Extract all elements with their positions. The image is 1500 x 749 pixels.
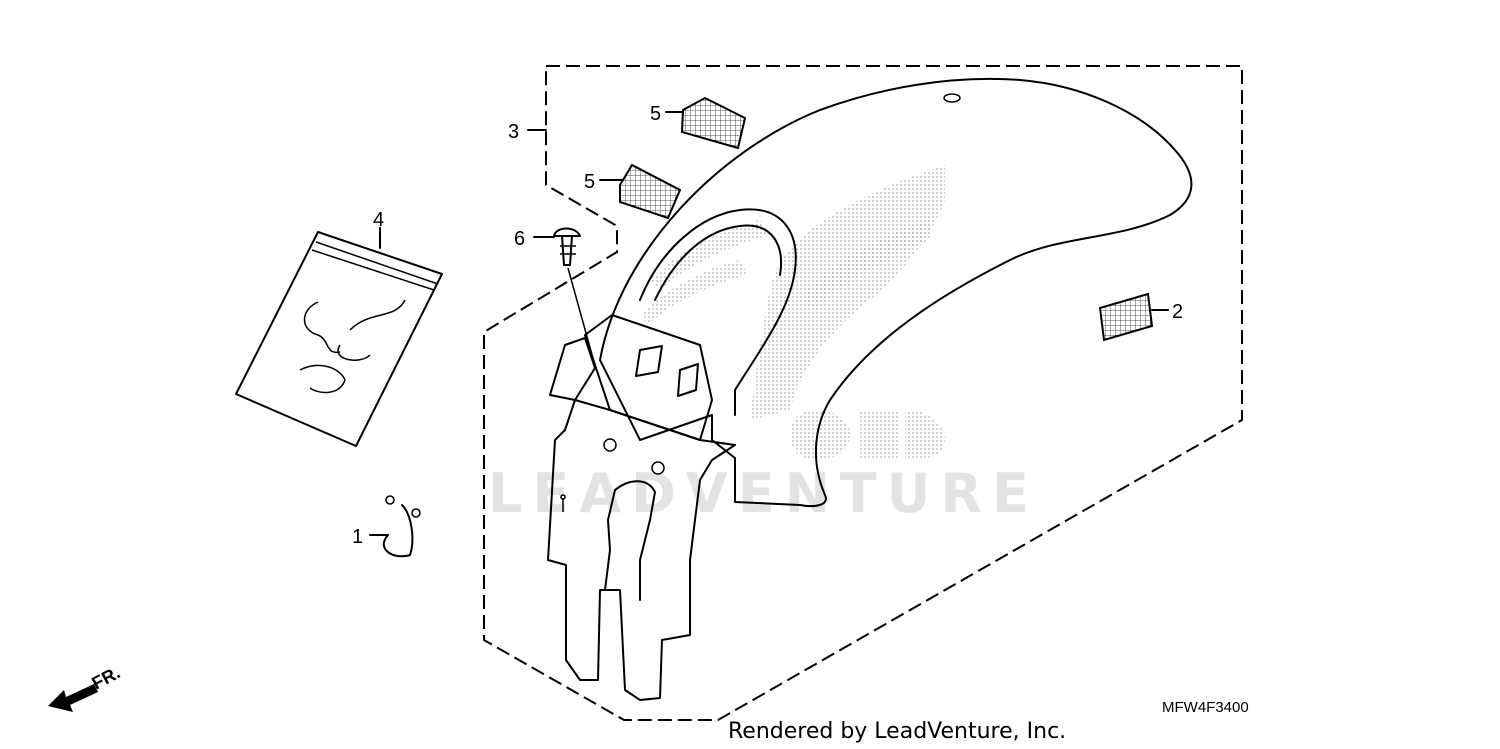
watermark-text: LEADVENTURE	[488, 462, 1039, 525]
callout-3: 3	[508, 121, 519, 143]
callout-4: 4	[373, 209, 384, 231]
part-5-reflector-upper	[680, 96, 747, 150]
part-5-reflector-lower	[619, 163, 682, 220]
part-2-side-reflector	[1098, 292, 1154, 342]
assembly-boundary	[483, 65, 1243, 721]
callout-1: 1	[352, 526, 363, 548]
footer-credit: Rendered by LeadVenture, Inc.	[728, 719, 1066, 744]
part-6-install-line	[567, 267, 595, 363]
part-4-document-bag	[235, 231, 443, 447]
callout-5-lower: 5	[584, 171, 595, 193]
callout-5-upper: 5	[650, 103, 661, 125]
diagram-code: MFW4F3400	[1162, 699, 1249, 716]
part-1-cable-band	[382, 495, 421, 558]
rear-fender	[547, 77, 1193, 701]
front-direction-arrow: FR.	[48, 662, 123, 712]
callout-6: 6	[514, 228, 525, 250]
callout-2: 2	[1172, 301, 1183, 323]
part-6-trim-clip	[553, 227, 581, 266]
wing-logo-decal	[640, 165, 945, 460]
